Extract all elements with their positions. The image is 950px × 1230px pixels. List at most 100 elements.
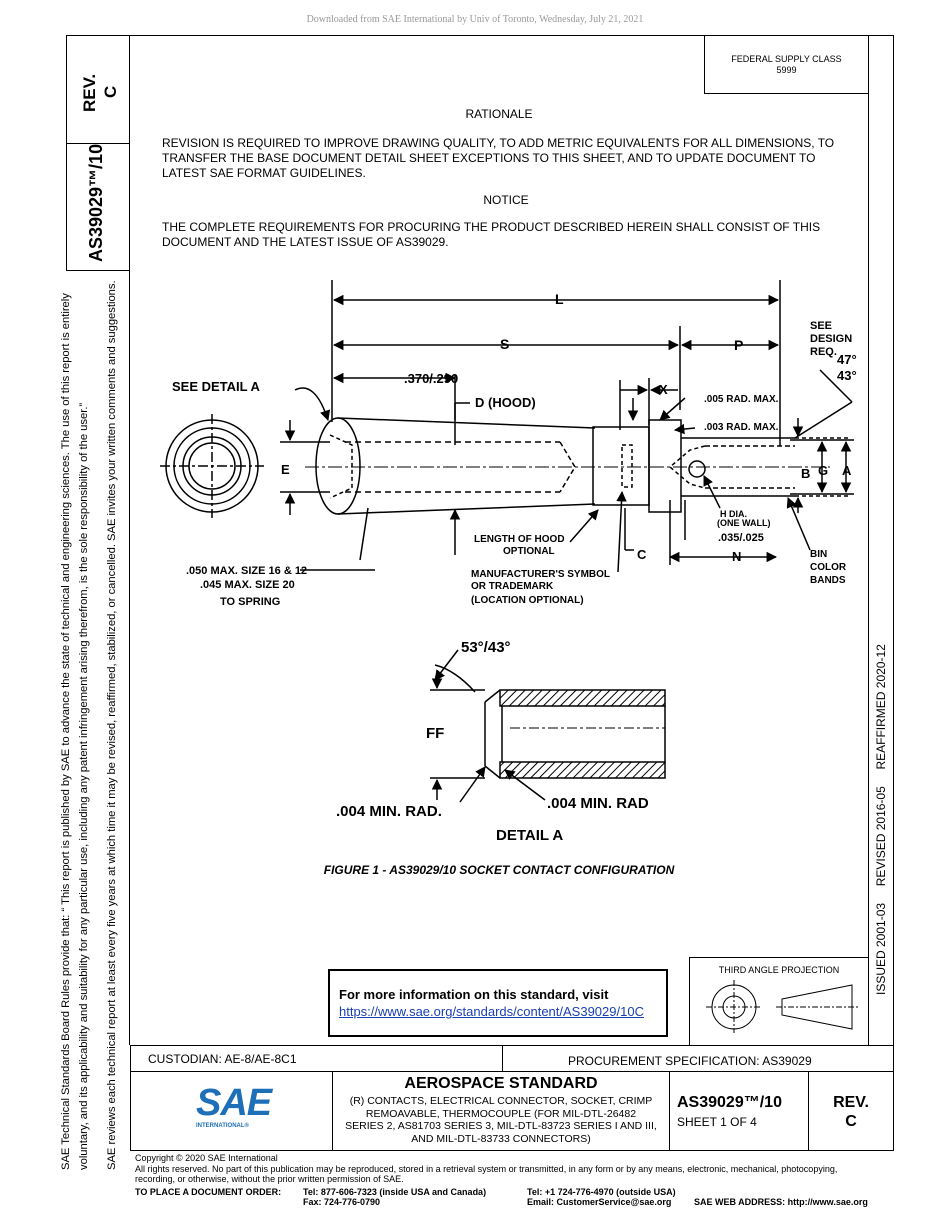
aerospace-standard: AEROSPACE STANDARD [404, 1075, 598, 1092]
see-design-2: DESIGN [810, 333, 852, 345]
desc-line-1: (R) CONTACTS, ELECTRICAL CONNECTOR, SOCK… [349, 1095, 653, 1107]
projection-box: THIRD ANGLE PROJECTION [689, 957, 868, 1046]
federal-supply-box: FEDERAL SUPPLY CLASS 5999 [704, 35, 868, 94]
spring-2: .045 MAX. SIZE 20 [200, 579, 295, 591]
frame-top-right [868, 35, 893, 36]
dim-b: B [801, 466, 810, 481]
rationale-body: REVISION IS REQUIRED TO IMPROVE DRAWING … [162, 136, 835, 180]
angle-47: 47° [837, 352, 857, 367]
detail-a-drawing [430, 649, 666, 803]
end-view [160, 414, 264, 518]
title-left [130, 1045, 131, 1151]
socket-contact-drawing: L S P SEE DESIGN REQ. 47° 43° SEE DETAIL… [160, 280, 857, 840]
info-text: For more information on this standard, v… [339, 987, 609, 1002]
sae-logo-sub: INTERNATIONAL® [196, 1123, 249, 1129]
hood-length-1: LENGTH OF HOOD [474, 534, 565, 545]
rev-label-vertical: REV. [80, 73, 99, 112]
frame-inner-right [868, 35, 869, 1045]
dim-035-025: .035/.025 [718, 532, 764, 544]
see-design-1: SEE [810, 320, 832, 332]
order-label: TO PLACE A DOCUMENT ORDER: [135, 1187, 282, 1197]
dim-ff: FF [426, 725, 444, 742]
title-v1 [332, 1072, 333, 1151]
dim-g: G [818, 463, 828, 478]
desc-line-3: SERIES 2, AS81703 SERIES 3, MIL-DTL-8372… [345, 1120, 657, 1132]
dim-l: L [555, 291, 564, 307]
frame-bottom [130, 1045, 894, 1046]
title-right [893, 1045, 894, 1151]
rights-line-2: recording, or otherwise, without the pri… [135, 1174, 404, 1184]
title-v-top [502, 1045, 503, 1072]
detail-a-label: DETAIL A [496, 827, 563, 840]
title-doc-number: AS39029™/10 [677, 1094, 782, 1111]
desc-line-2: REMOAVABLE, THERMOCOUPLE (FOR MIL-DTL-26… [365, 1107, 637, 1120]
disclaimer-line-2: voluntary, and its applicability and sui… [78, 402, 90, 1170]
disclaimer-line-3: SAE reviews each technical report at lea… [106, 280, 118, 1170]
figure-caption: FIGURE 1 - AS39029/10 SOCKET CONTACT CON… [323, 863, 675, 877]
title-divider-1 [130, 1071, 894, 1072]
standard-description: (R) CONTACTS, ELECTRICAL CONNECTOR, SOCK… [333, 1095, 669, 1145]
custodian: CUSTODIAN: AE-8/AE-8C1 [148, 1052, 297, 1066]
info-box: For more information on this standard, v… [328, 969, 668, 1037]
download-note: Downloaded from SAE International by Uni… [306, 14, 644, 25]
mfr-3: (LOCATION OPTIONAL) [471, 595, 584, 606]
title-v2 [669, 1072, 670, 1151]
d-hood: D (HOOD) [475, 395, 536, 410]
dim-e: E [281, 462, 290, 477]
frame-right [893, 35, 894, 1045]
projection-label: THIRD ANGLE PROJECTION [718, 965, 840, 975]
dim-p: P [734, 337, 743, 353]
dim-s: S [500, 336, 509, 352]
h-dia-2: (ONE WALL) [717, 518, 771, 528]
federal-supply-label: FEDERAL SUPPLY CLASS [731, 54, 842, 64]
document-history: ISSUED 2001-03 REVISED 2016-05 REAFFIRME… [874, 644, 888, 995]
mfr-2: OR TRADEMARK [471, 581, 554, 592]
frame-top [66, 35, 868, 36]
angle-43: 43° [837, 368, 857, 383]
notice-body: THE COMPLETE REQUIREMENTS FOR PROCURING … [162, 220, 821, 249]
min-rad-left: .004 MIN. RAD. [336, 803, 442, 820]
sheet-number: SHEET 1 OF 4 [677, 1115, 757, 1129]
hood-length-2: OPTIONAL [503, 546, 555, 557]
dim-x: X [659, 382, 668, 397]
title-rev-letter: C [845, 1113, 857, 1130]
mfr-1: MANUFACTURER'S SYMBOL [471, 569, 610, 580]
federal-supply-value: 5999 [776, 65, 797, 75]
dim-370-290: .370/.290 [404, 371, 458, 386]
title-divider-2 [130, 1150, 894, 1151]
sae-logo-text: SAE [196, 1082, 272, 1124]
projection-symbol [706, 980, 858, 1033]
disclaimer-line-1: SAE Technical Standards Board Rules prov… [60, 293, 72, 1170]
dim-a: A [842, 463, 852, 478]
frame-left-upper [66, 35, 67, 270]
min-rad-right: .004 MIN. RAD [547, 795, 649, 812]
bin-3: BANDS [810, 575, 846, 586]
tel-us: Tel: 877-606-7323 (inside USA and Canada… [303, 1187, 487, 1197]
bin-2: COLOR [810, 562, 847, 573]
frame-rev-divider [66, 143, 130, 144]
rad-003: .003 RAD. MAX. [704, 422, 779, 433]
email[interactable]: Email: CustomerService@sae.org [527, 1197, 672, 1207]
web-address[interactable]: SAE WEB ADDRESS: http://www.sae.org [694, 1197, 868, 1207]
h-dia-1: H DIA. [720, 509, 747, 519]
sae-logo: SAE INTERNATIONAL® [196, 1084, 276, 1136]
frame-inner-left [129, 35, 130, 1045]
spring-3: TO SPRING [220, 596, 280, 608]
spring-1: .050 MAX. SIZE 16 & 12 [186, 565, 307, 577]
title-rev-label: REV. [833, 1094, 869, 1111]
dim-n: N [732, 549, 741, 564]
rights-line-1: All rights reserved. No part of this pub… [135, 1163, 838, 1174]
procurement-spec: PROCUREMENT SPECIFICATION: AS39029 [568, 1054, 812, 1068]
copyright: Copyright © 2020 SAE International [135, 1153, 278, 1163]
doc-number-vertical: AS39029™/10 [86, 143, 106, 262]
tel-intl: Tel: +1 724-776-4970 (outside USA) [527, 1187, 676, 1197]
see-design-3: REQ. [810, 346, 837, 358]
dim-c: C [637, 547, 647, 562]
standard-link[interactable]: https://www.sae.org/standards/content/AS… [339, 1004, 644, 1019]
detail-angle: 53°/43° [461, 639, 511, 656]
notice-heading: NOTICE [483, 193, 529, 207]
rev-letter-vertical: C [101, 85, 120, 98]
footer: Copyright © 2020 SAE International All r… [135, 1153, 875, 1185]
fax: Fax: 724-776-0790 [303, 1197, 381, 1207]
title-v3 [808, 1072, 809, 1151]
